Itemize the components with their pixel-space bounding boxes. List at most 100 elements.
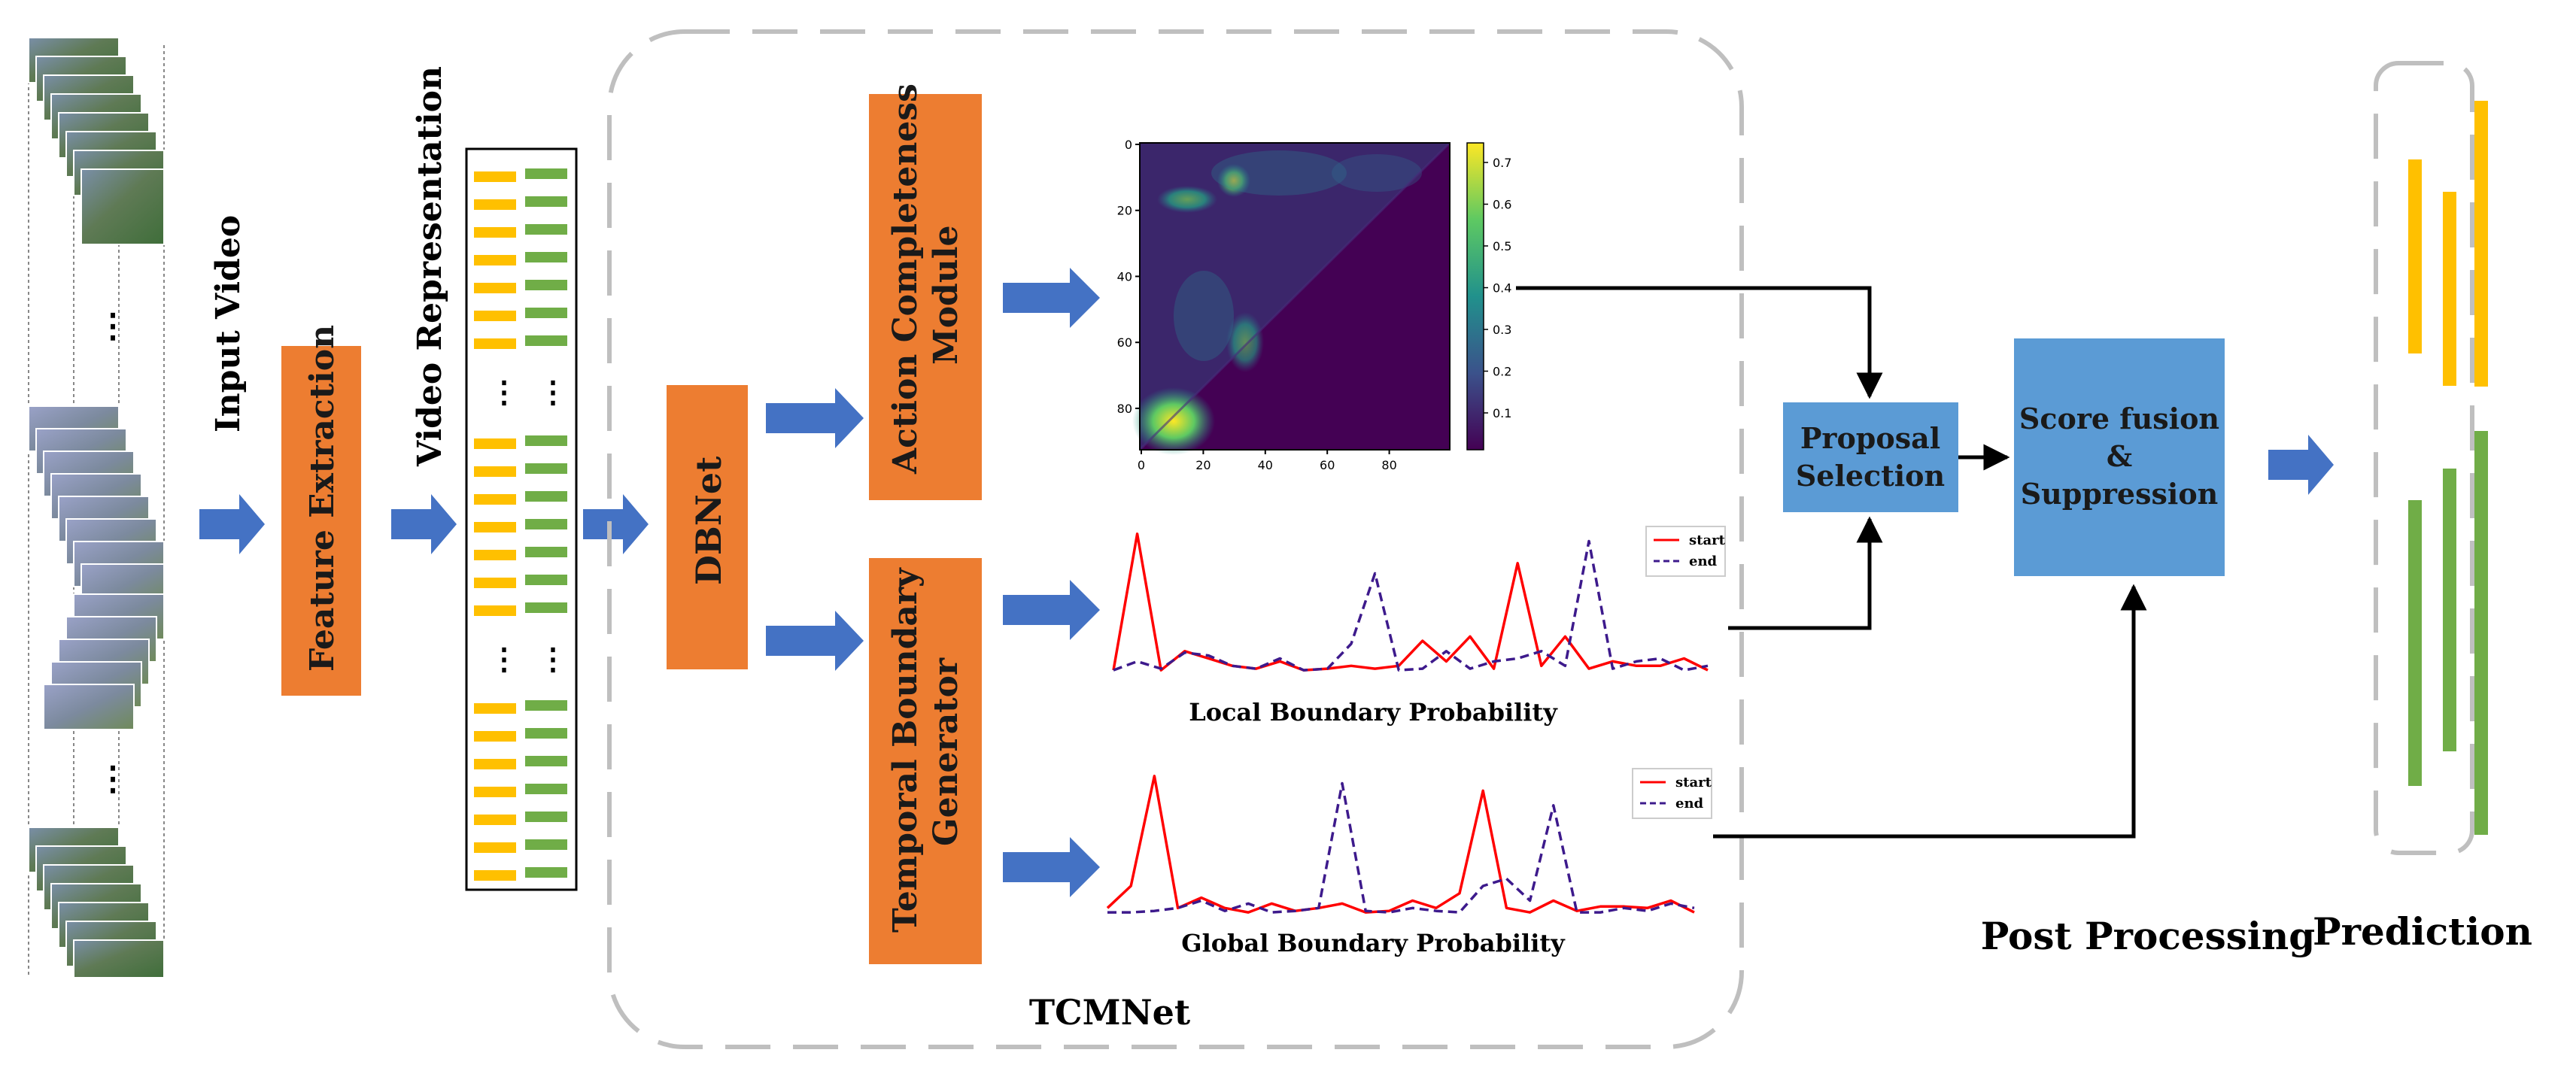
prediction-bar-yellow-1 (2408, 159, 2422, 353)
block-arrow-1 (199, 494, 265, 554)
feature-cell-green (525, 196, 567, 207)
dbnet-label: DBNet (688, 456, 729, 585)
tcmnet-label: TCMNet (1029, 992, 1191, 1033)
heatmap-y-tick-label: 40 (1117, 269, 1132, 284)
feature-cell-yellow (474, 438, 516, 449)
heatmap-x-tick-label: 0 (1138, 458, 1145, 472)
prediction-bar-green-1 (2408, 500, 2422, 786)
feature-cell-yellow (474, 255, 516, 265)
video-representation-box: ⋮ ⋮ ⋮ ⋮ (465, 147, 578, 891)
heatmap-x-tick-label: 40 (1258, 458, 1273, 472)
temporal-boundary-generator-box: Temporal Boundary Generator (869, 558, 982, 964)
local-legend-start: start (1689, 532, 1726, 548)
feature-cell-green (525, 602, 567, 613)
feature-cell-green (525, 812, 567, 822)
global-legend-end: end (1675, 796, 1704, 812)
feature-cell-green (525, 168, 567, 179)
feature-cell-green (525, 280, 567, 290)
feature-cell-green (525, 335, 567, 346)
global-series-start (1106, 775, 1695, 914)
feature-cell-green (525, 491, 567, 502)
feature-cell-yellow (474, 199, 516, 210)
feature-cell-yellow (474, 311, 516, 321)
local-series-end (1113, 539, 1709, 672)
acm-label-line1: Action Completeness (886, 83, 925, 475)
connector-heatmap-to-proposal (1516, 286, 1883, 399)
feature-cell-green (525, 308, 567, 318)
global-boundary-title: Global Boundary Probability (1181, 929, 1566, 957)
local-legend-end: end (1689, 554, 1718, 569)
feature-cell-green (525, 463, 567, 474)
heatmap-y-tick-label: 80 (1117, 402, 1132, 416)
prediction-label: Prediction (2313, 909, 2532, 954)
block-arrow-8 (1003, 837, 1100, 897)
heatmap-y-tick-label: 60 (1117, 335, 1132, 350)
global-series-end (1107, 781, 1695, 914)
block-arrow-9 (2268, 435, 2334, 495)
prediction-frame (2374, 61, 2474, 855)
feature-extraction-box: Feature Extraction (281, 325, 361, 696)
feature-cell-green (525, 700, 567, 711)
colorbar-tick-label: 0.6 (1493, 198, 1511, 212)
feature-extraction-label: Feature Extraction (303, 325, 342, 672)
local-boundary-chart: start end Local Boundary Probability (1112, 526, 1726, 727)
feature-cell-green (525, 519, 567, 529)
input-video-label: Input Video (209, 215, 248, 432)
proposal-selection-box: Proposal Selection (1783, 402, 1958, 512)
prediction-bar-yellow-3 (2474, 101, 2488, 387)
feature-cell-green (525, 575, 567, 585)
feature-cell-yellow (474, 338, 516, 349)
block-arrow-4 (766, 388, 864, 448)
feature-cell-yellow (474, 494, 516, 505)
connector-global-to-fusion (1713, 584, 2147, 839)
fusion-label-line1: Score fusion (2019, 402, 2219, 435)
prediction-bars (2408, 101, 2488, 835)
global-boundary-chart: start end Global Boundary Probability (1106, 768, 1712, 957)
feature-cell-yellow (474, 759, 516, 769)
feature-cell-green (525, 728, 567, 739)
feature-cell-yellow (474, 171, 516, 182)
colorbar-tick-label: 0.2 (1493, 365, 1511, 379)
global-legend: start end (1632, 768, 1712, 819)
features-ellipsis-2b: ⋮ (538, 642, 568, 677)
prediction-bar-yellow-2 (2443, 192, 2456, 386)
feature-cell-green (525, 784, 567, 794)
feature-cell-yellow (474, 842, 516, 853)
feature-cell-green (525, 756, 567, 766)
feature-cell-green (525, 224, 567, 235)
frame-stack-bottom (28, 827, 165, 978)
feature-cell-yellow (474, 550, 516, 560)
feature-cell-yellow (474, 227, 516, 238)
proposal-label-line2: Selection (1796, 459, 1945, 493)
tbg-label-line2: Generator (927, 657, 965, 846)
colorbar-tick-label: 0.1 (1493, 406, 1511, 420)
proposal-label-line1: Proposal (1800, 421, 1940, 455)
heatmap-x-tick-label: 60 (1320, 458, 1335, 472)
frames-ellipsis-top: ⋮ (96, 307, 129, 345)
colorbar-tick-label: 0.7 (1493, 156, 1511, 170)
feature-cell-yellow (474, 787, 516, 797)
feature-cell-yellow (474, 731, 516, 742)
frames-ellipsis-bottom: ⋮ (96, 760, 129, 798)
frame-stack-top (28, 37, 165, 245)
feature-rows (474, 168, 567, 881)
prediction-bar-green-3 (2474, 431, 2488, 835)
video-representation-label: Video Representation (411, 66, 449, 467)
feature-cell-yellow (474, 703, 516, 714)
local-legend: start end (1645, 526, 1726, 577)
feature-cell-green (525, 547, 567, 557)
block-arrow-7 (1003, 580, 1100, 640)
input-video-frames: ⋮ ⋮ (28, 37, 165, 978)
prediction-bar-green-2 (2443, 469, 2456, 751)
frame-stack-middle (28, 405, 165, 730)
feature-cell-yellow (474, 815, 516, 825)
fusion-label-line3: Suppression (2021, 477, 2219, 511)
dbnet-box: DBNet (667, 385, 748, 669)
feature-cell-yellow (474, 466, 516, 477)
acm-label-line2: Module (927, 225, 965, 365)
feature-cell-green (525, 435, 567, 446)
